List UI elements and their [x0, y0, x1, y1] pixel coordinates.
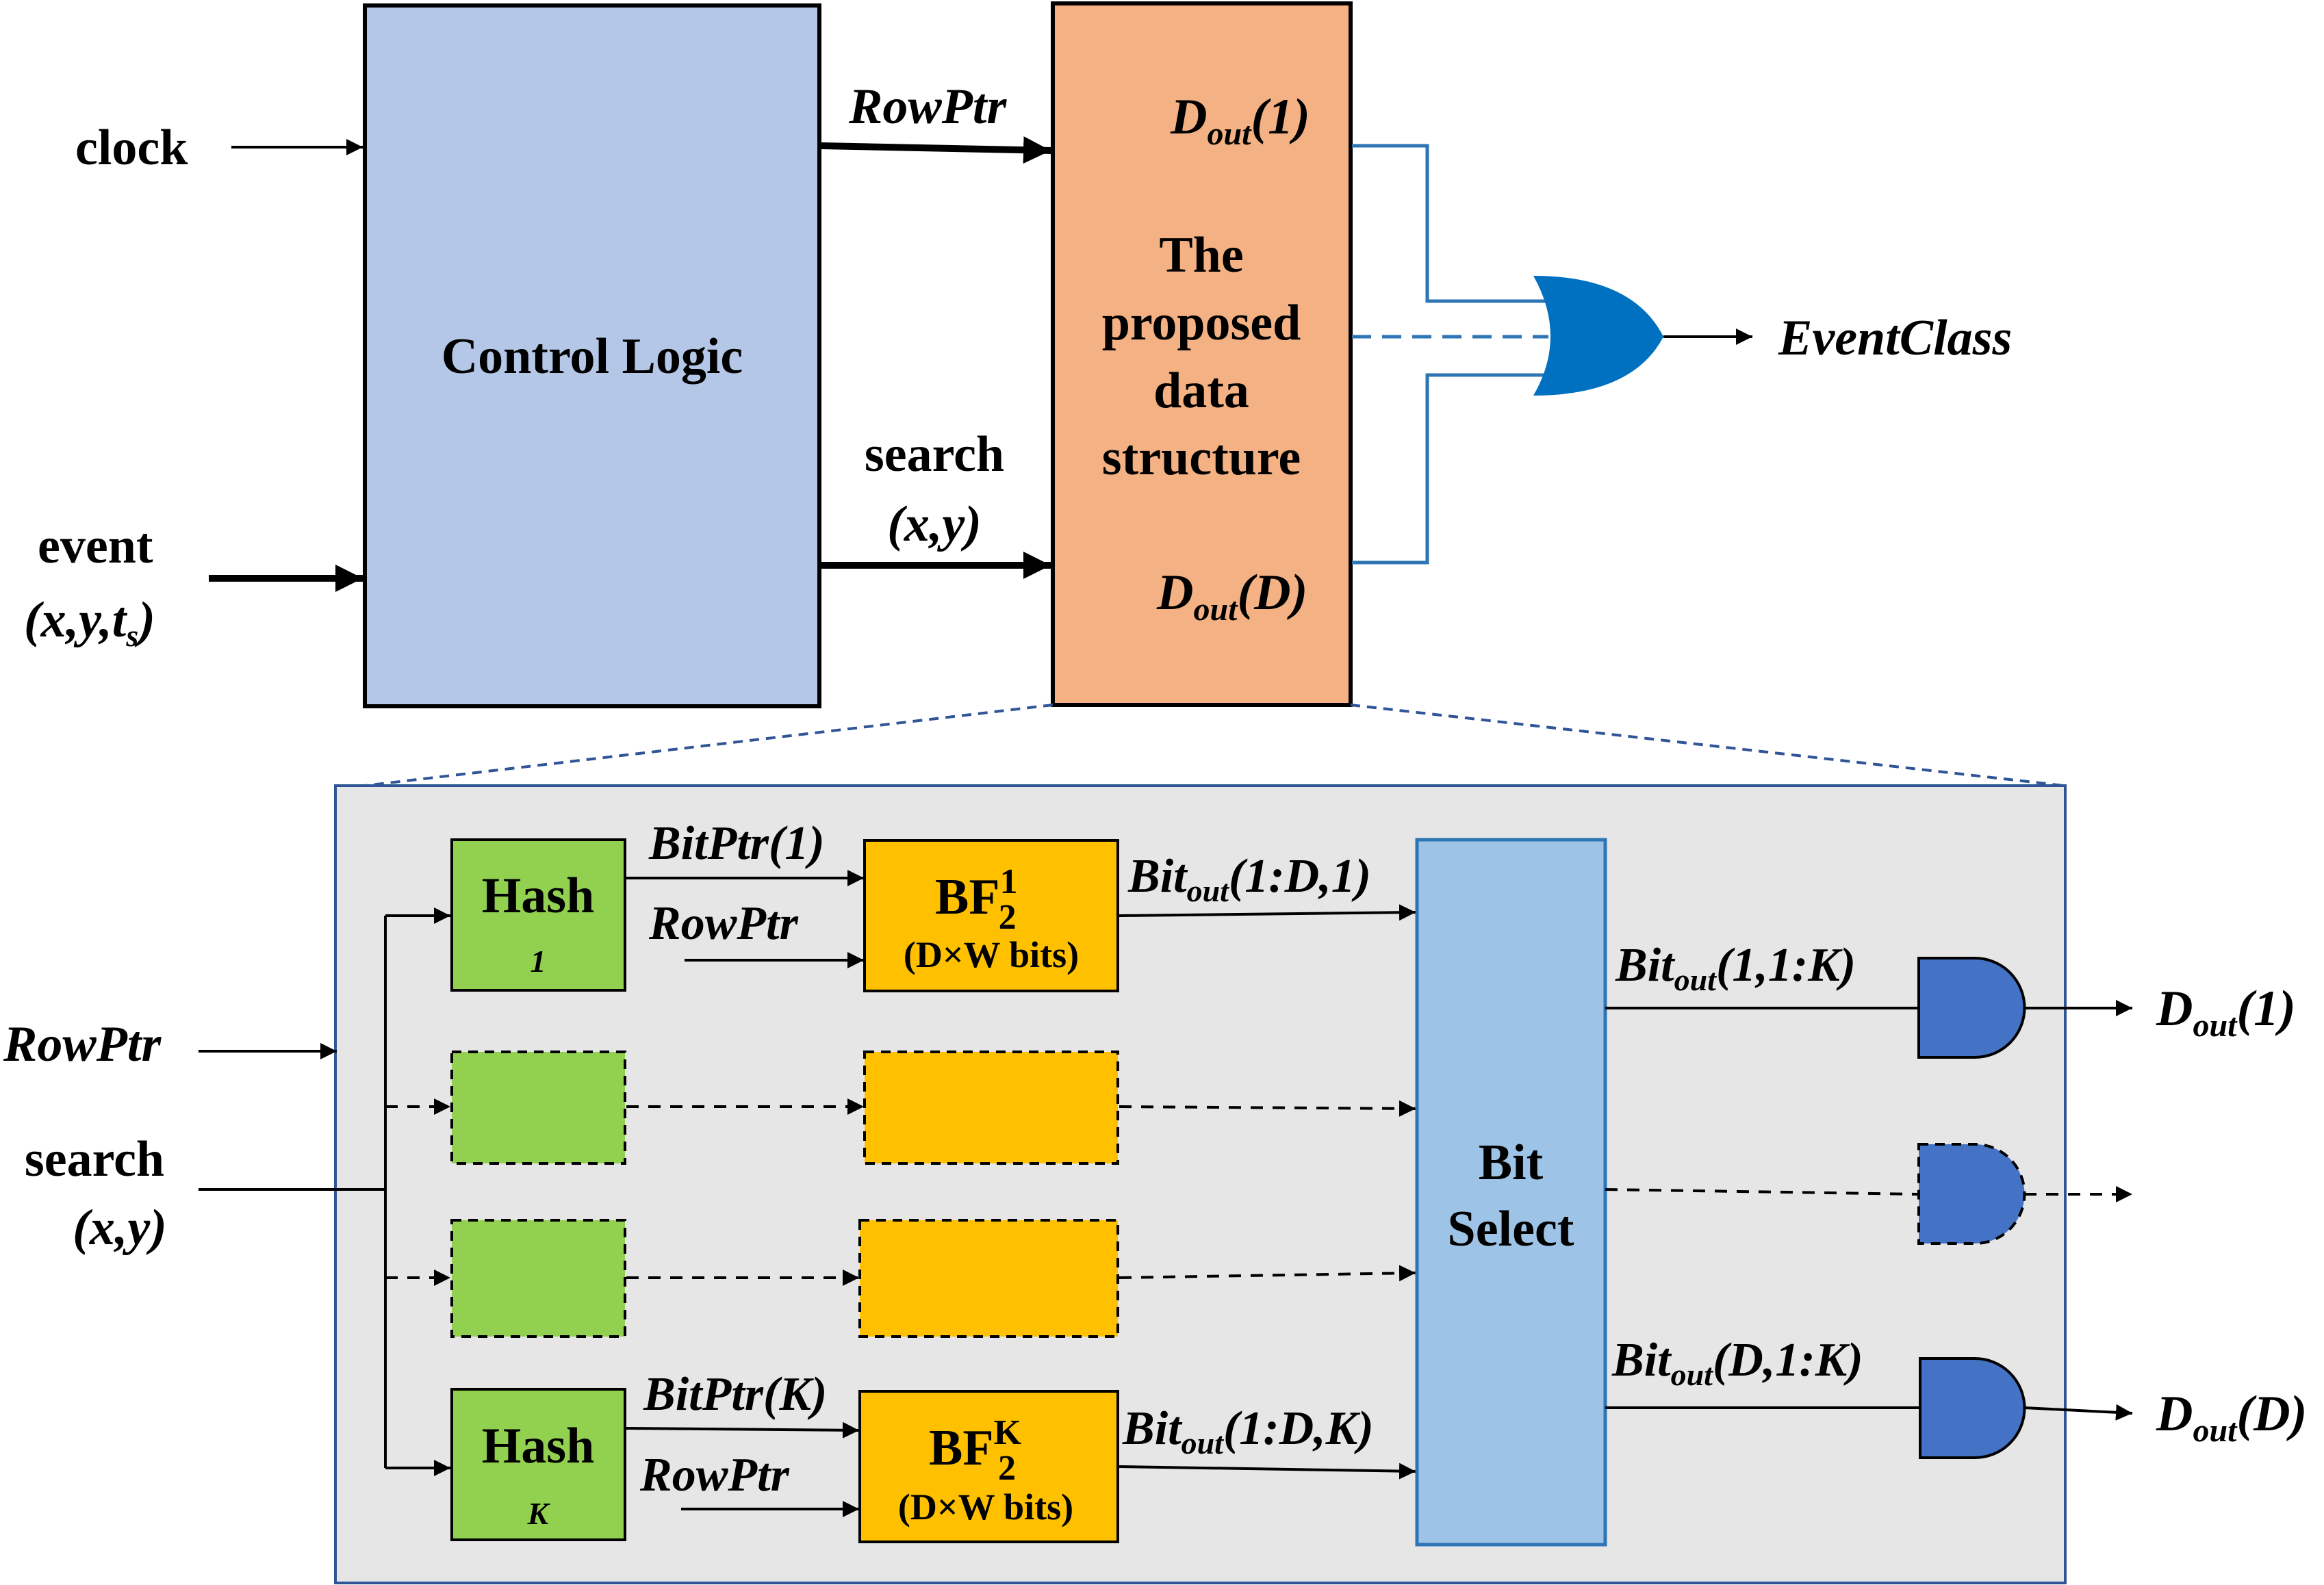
- bf1-sub: 2: [999, 898, 1017, 937]
- bfK-size: (D×W bits): [898, 1486, 1073, 1528]
- bf1-to-bitselect-wire: [1119, 904, 1416, 921]
- control-logic-label: Control Logic: [442, 328, 743, 385]
- bottom-search-label: search: [25, 1131, 164, 1187]
- hash1-label: Hash: [482, 868, 595, 924]
- andD-output-wire: [2023, 1404, 2133, 1421]
- bitout-row1-label: Bitout(1,1:K): [1615, 939, 1856, 997]
- bf1-size: (D×W bits): [904, 934, 1079, 975]
- bitselect-line1: Bit: [1479, 1135, 1544, 1191]
- clock-label: clock: [75, 120, 188, 176]
- bitselect-to-and2-wire: [1605, 1188, 1921, 1196]
- and-gate-1: [1917, 957, 2026, 1059]
- bitout1-label: Bitout(1:D,1): [1127, 850, 1371, 908]
- or-input-wire-D: [1352, 373, 1548, 565]
- bitptrK-label: BitPtr(K): [643, 1368, 827, 1421]
- control-logic-block: [363, 3, 821, 708]
- rowptr1-label: RowPtr: [648, 897, 799, 950]
- hashK-index: K: [527, 1496, 551, 1531]
- or-input-wire-1: [1352, 144, 1548, 303]
- bfK-sub: 2: [998, 1449, 1016, 1488]
- bf3-to-bitselect-wire: [1119, 1265, 1416, 1282]
- event-args-sub: s: [125, 618, 138, 653]
- bitptr1-label: BitPtr(1): [648, 817, 825, 870]
- hash-block-2: [450, 1051, 626, 1165]
- bottom-rowptr-label: RowPtr: [3, 1016, 162, 1072]
- bf1-sup: 1: [1000, 862, 1018, 901]
- top-search-args: (x,y): [887, 496, 982, 552]
- event-args-close: ): [134, 592, 155, 648]
- bfK-to-bitselect-wire: [1119, 1462, 1416, 1480]
- bottom-doutD-label: Dout(D): [2156, 1386, 2307, 1449]
- top-rowptr-label: RowPtr: [848, 79, 1007, 135]
- bottom-search-args: (x,y): [73, 1200, 167, 1256]
- bf2-to-bitselect-wire: [1119, 1100, 1416, 1117]
- bottom-dout1-label: Dout(1): [2156, 981, 2296, 1044]
- event-args: (x,y,ts): [24, 592, 155, 653]
- ds-label-line3: data: [1153, 363, 1249, 419]
- hash-block-1: [450, 838, 626, 992]
- ds-label-line2: proposed: [1102, 295, 1301, 351]
- bf-block-2: [863, 1051, 1119, 1165]
- eventclass-label: EventClass: [1778, 310, 2012, 366]
- event-args-main: (x,y,t: [24, 592, 128, 648]
- and-gate-2: [1917, 1143, 2026, 1245]
- bf-block-K: [858, 1390, 1119, 1543]
- bitoutK-label: Bitout(1:D,K): [1122, 1402, 1374, 1460]
- top-doutD-label: Dout(D): [1156, 565, 1307, 628]
- top-search-label: search: [865, 426, 1004, 482]
- bitptrK-wire: [626, 1421, 860, 1439]
- zoom-line-right: [1350, 704, 2065, 787]
- hash-block-K: [450, 1388, 626, 1541]
- ds-label-line4: structure: [1102, 430, 1301, 486]
- zoom-line-left: [364, 704, 1054, 787]
- top-dout1-label: Dout(1): [1170, 89, 1310, 152]
- bf-block-3: [858, 1219, 1119, 1338]
- data-structure-block: [1051, 1, 1353, 707]
- and-gate-D: [1919, 1357, 2026, 1459]
- bf-block-1: [863, 839, 1119, 992]
- hash1-index: 1: [531, 944, 546, 979]
- top-rowptr-wire: [821, 136, 1051, 164]
- or-gate: [1533, 276, 1663, 396]
- bit-select-block: [1415, 838, 1607, 1547]
- hashK-label: Hash: [482, 1418, 595, 1474]
- bitselect-line2: Select: [1448, 1201, 1574, 1257]
- bfK-sup: K: [994, 1413, 1022, 1452]
- bitout-rowD-label: Bitout(D,1:K): [1611, 1334, 1863, 1392]
- hash-block-3: [450, 1219, 626, 1338]
- event-label: event: [38, 518, 153, 574]
- rowptrK-label: RowPtr: [639, 1449, 790, 1502]
- ds-label-line1: The: [1159, 227, 1243, 283]
